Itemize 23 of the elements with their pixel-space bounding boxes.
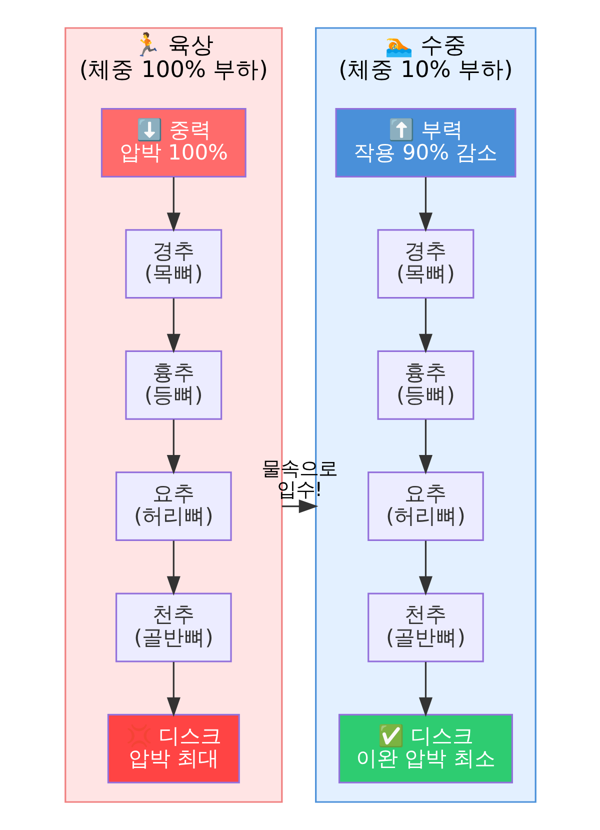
arrow	[166, 420, 180, 474]
arrow	[418, 662, 432, 717]
node-box: 흉추 (등뼈)	[124, 350, 222, 420]
node-box: 💢 디스크 압박 최대	[106, 714, 240, 784]
node-box: 요추 (허리뼈)	[367, 472, 484, 542]
node-box: ⬆ 부력 작용 90% 감소	[334, 108, 516, 178]
arrow	[281, 500, 318, 514]
arrow	[166, 177, 180, 232]
node-box: ✅ 디스크 이완 압박 최소	[338, 714, 512, 784]
node-box: 경추 (목뼈)	[376, 229, 474, 299]
arrow	[166, 540, 180, 596]
node-box: 천추 (골반뼈)	[367, 592, 484, 662]
node-box: ⬇ 중력 압박 100%	[100, 108, 246, 178]
arrow	[166, 662, 180, 717]
arrow	[418, 540, 432, 596]
arrow	[166, 298, 180, 354]
arrow	[418, 177, 432, 232]
arrow	[418, 298, 432, 354]
node-box: 경추 (목뼈)	[124, 229, 222, 299]
arrow	[418, 420, 432, 474]
node-box: 천추 (골반뼈)	[114, 592, 232, 662]
node-box: 흉추 (등뼈)	[376, 350, 474, 420]
node-box: 요추 (허리뼈)	[114, 472, 232, 542]
